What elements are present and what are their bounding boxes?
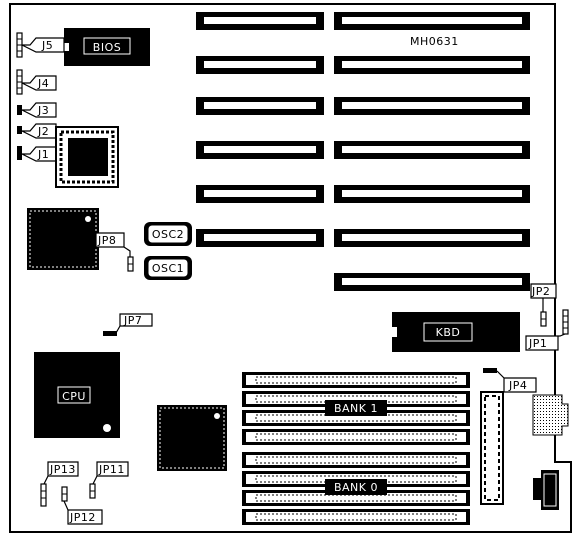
- isa-slot: [334, 229, 530, 247]
- power-connector: [480, 391, 504, 505]
- bank-0-label: BANK 0: [334, 481, 378, 494]
- chipset-large: [27, 208, 99, 270]
- bios-label: BIOS: [93, 41, 121, 54]
- isa-slot: [334, 141, 530, 159]
- jumper-jp12: JP12: [61, 486, 103, 525]
- battery: [532, 394, 569, 436]
- osc2-label: OSC2: [152, 228, 184, 241]
- connector-j5: J5: [16, 32, 65, 58]
- j1-label: J1: [37, 148, 49, 161]
- isa-slot: [196, 97, 324, 115]
- simm-socket: [242, 509, 470, 525]
- jp7-label: JP7: [123, 314, 142, 327]
- expansion-slots-left: [196, 12, 324, 247]
- bank-1-tag: BANK 1: [325, 400, 387, 416]
- j2-label: J2: [37, 125, 49, 138]
- jp8-label: JP8: [97, 234, 116, 247]
- kbd-label: KBD: [436, 326, 461, 339]
- simm-socket: [242, 429, 470, 445]
- jumper-jp1: JP1: [525, 309, 569, 351]
- isa-slot: [334, 97, 530, 115]
- simm-socket: [242, 452, 470, 468]
- j5-label: J5: [41, 39, 53, 52]
- oscillator-osc1: OSC1: [144, 256, 192, 280]
- jumper-jp11: JP11: [89, 461, 129, 499]
- simm-socket: [242, 372, 470, 388]
- cpu-chip: CPU: [34, 352, 120, 438]
- jp13-label: JP13: [49, 463, 76, 476]
- jumper-jp2: JP2: [530, 283, 557, 327]
- isa-slot: [196, 12, 324, 30]
- bank-1-label: BANK 1: [334, 402, 378, 415]
- bank-0-tag: BANK 0: [325, 479, 387, 495]
- isa-slot: [334, 12, 530, 30]
- jp12-label: JP12: [69, 511, 96, 524]
- chipset-small: [157, 405, 227, 471]
- jumper-jp4: JP4: [483, 368, 537, 393]
- isa-slot: [196, 185, 324, 203]
- j4-label: J4: [37, 77, 49, 90]
- isa-slot: [196, 229, 324, 247]
- isa-slot: [196, 141, 324, 159]
- isa-slot: [334, 273, 530, 291]
- cpu-label: CPU: [62, 390, 86, 403]
- j3-label: J3: [37, 104, 49, 117]
- jp4-label: JP4: [508, 379, 527, 392]
- jumper-jp7: JP7: [103, 313, 153, 336]
- keyboard-port: [533, 470, 559, 510]
- isa-slot: [334, 185, 530, 203]
- jumper-jp13: JP13: [40, 461, 79, 507]
- osc1-label: OSC1: [152, 262, 184, 275]
- connector-j3: J3: [17, 102, 57, 118]
- bios-chip: BIOS: [64, 28, 150, 66]
- isa-slot: [334, 56, 530, 74]
- connector-j2: J2: [17, 123, 57, 139]
- jumper-jp8: JP8: [95, 232, 134, 272]
- expansion-slots-right: [334, 12, 530, 291]
- keyboard-controller: KBD: [392, 312, 520, 352]
- jp1-label: JP1: [528, 337, 547, 350]
- jp11-label: JP11: [98, 463, 125, 476]
- jp2-label: JP2: [531, 285, 550, 298]
- model-number: MH0631: [410, 35, 459, 48]
- connector-j4: J4: [16, 69, 57, 95]
- socketed-chip: [55, 126, 119, 188]
- oscillator-osc2: OSC2: [144, 222, 192, 246]
- isa-slot: [196, 56, 324, 74]
